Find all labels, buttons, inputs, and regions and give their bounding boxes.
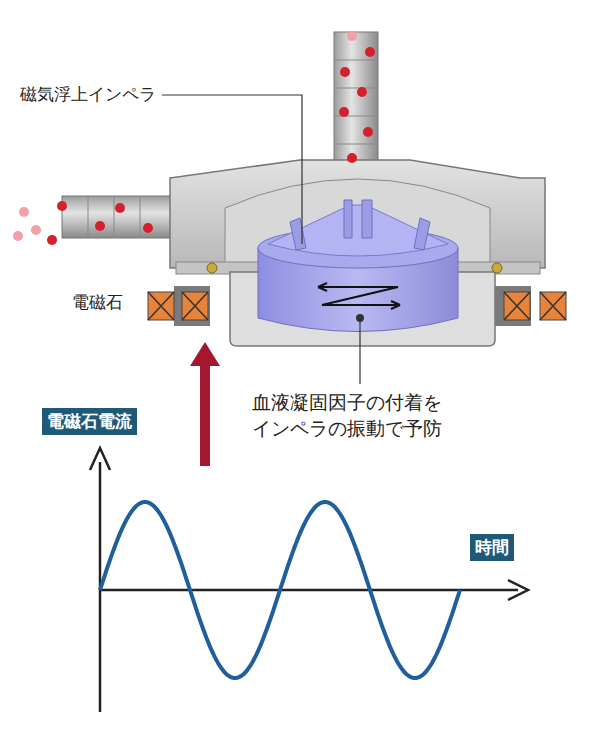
axis-label-box: 時間 bbox=[470, 534, 514, 561]
axis-label: 電磁石電流 bbox=[47, 411, 132, 431]
part-label: 磁気浮上インペラ bbox=[20, 83, 156, 106]
part-label: 電磁石 bbox=[72, 291, 123, 314]
axis-label-box: 電磁石電流 bbox=[42, 408, 137, 435]
note-label: 血液凝固因子の付着を インペラの振動で予防 bbox=[252, 390, 455, 441]
axis-label: 時間 bbox=[475, 537, 509, 557]
